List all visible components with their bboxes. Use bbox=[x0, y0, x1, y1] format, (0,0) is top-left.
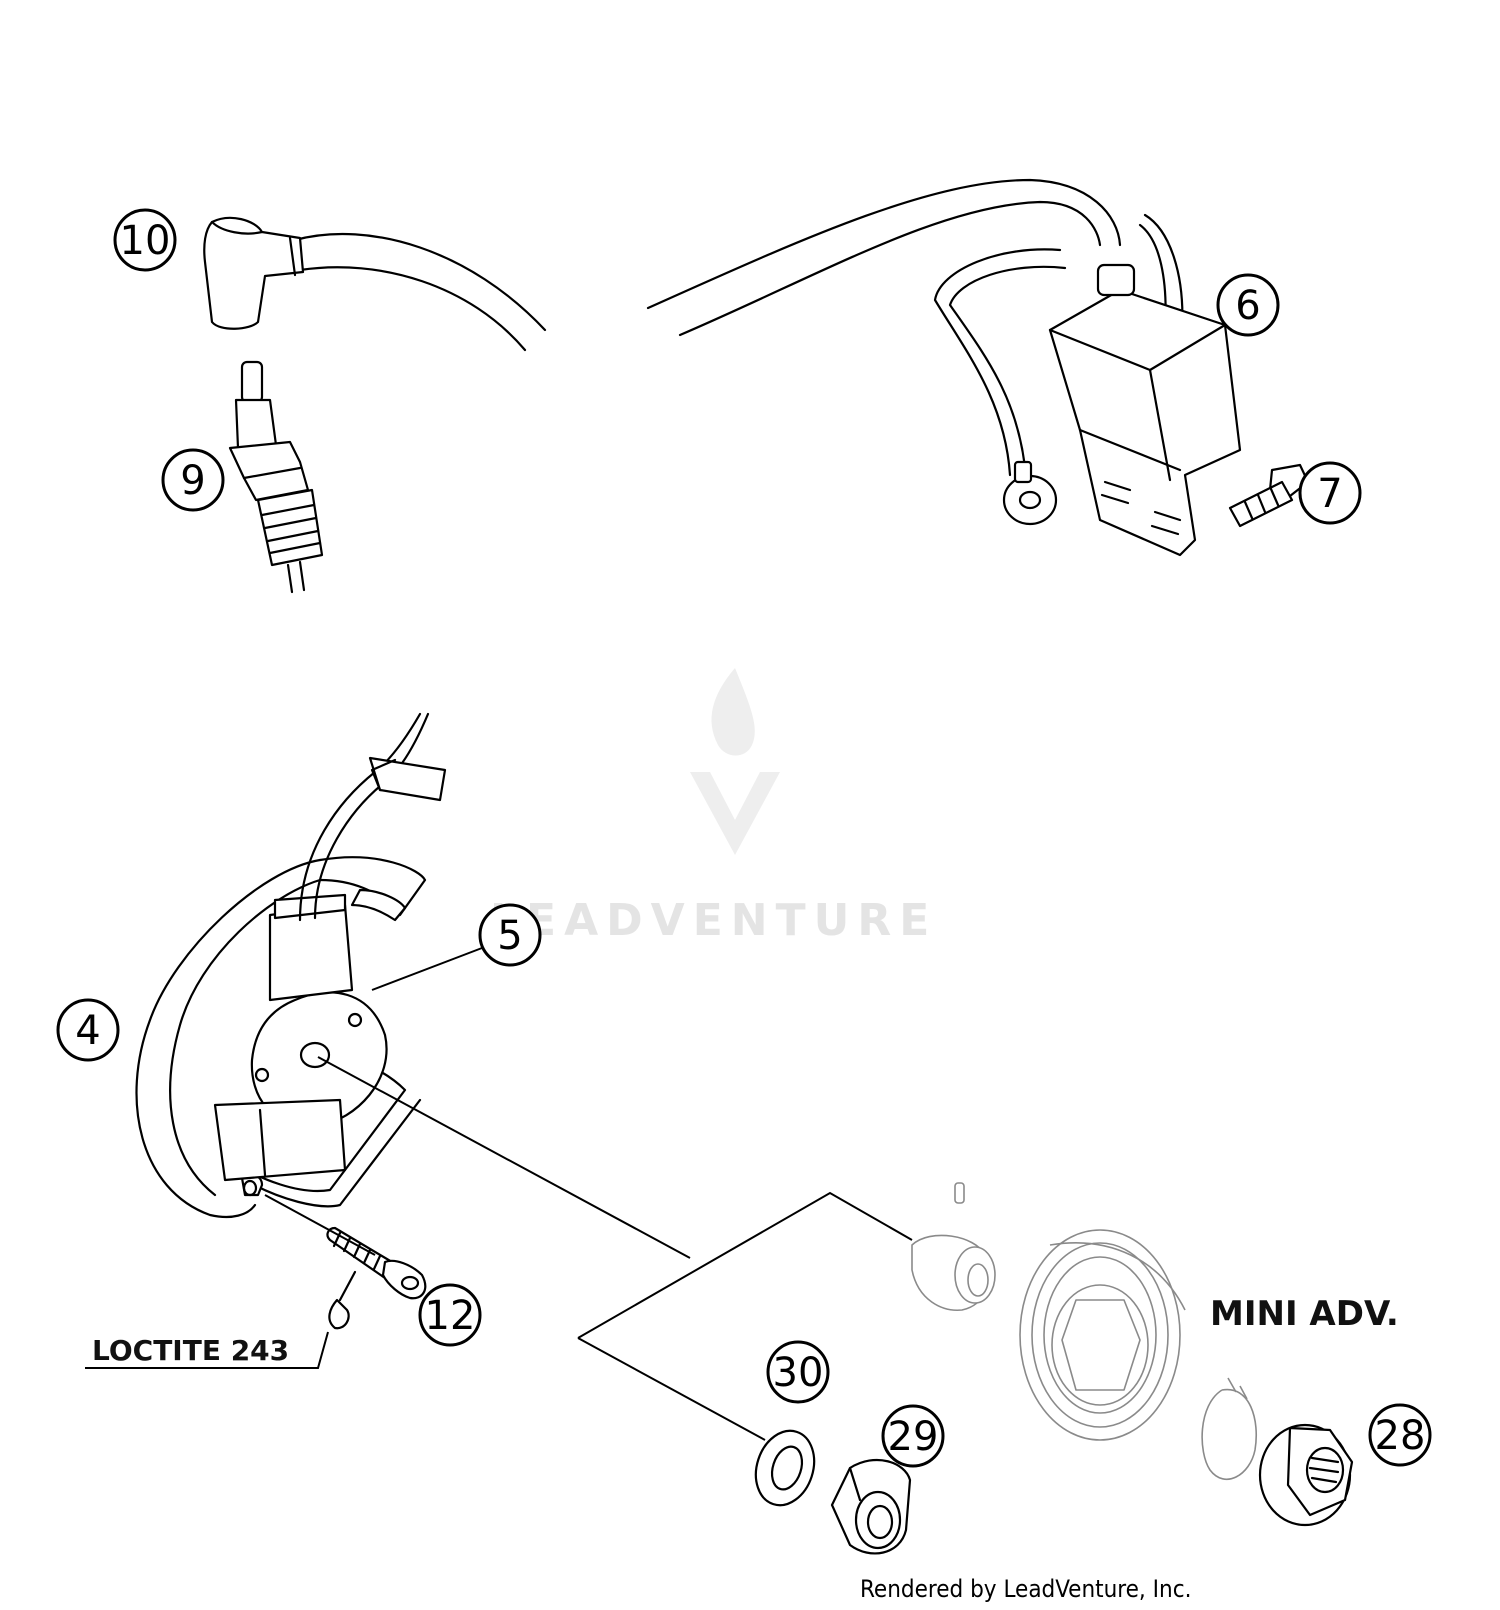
part-washer bbox=[754, 1429, 816, 1507]
callout-4-number: 4 bbox=[75, 1008, 100, 1054]
part-screw bbox=[326, 1226, 427, 1330]
part-circlip bbox=[1201, 1377, 1257, 1481]
callout-10: 10 bbox=[113, 208, 177, 272]
part-bolt bbox=[1228, 463, 1310, 528]
part-ignition-coil bbox=[646, 178, 1242, 557]
callout-29-number: 29 bbox=[888, 1414, 939, 1460]
callout-28-number: 28 bbox=[1375, 1413, 1426, 1459]
callout-9-number: 9 bbox=[180, 458, 205, 504]
part-flywheel-hub bbox=[911, 1182, 996, 1311]
callout-7-number: 7 bbox=[1317, 471, 1342, 517]
part-spacer-nut bbox=[830, 1458, 912, 1555]
part-spark-plug-cap bbox=[203, 216, 547, 352]
loctite-leader bbox=[85, 1331, 329, 1369]
callout-28: 28 bbox=[1368, 1403, 1432, 1467]
loctite-label: LOCTITE 243 bbox=[92, 1334, 289, 1367]
callout-6-number: 6 bbox=[1235, 283, 1260, 329]
callout-10-number: 10 bbox=[120, 218, 171, 264]
mini-adv-label: MINI ADV. bbox=[1210, 1294, 1399, 1334]
callout-5-number: 5 bbox=[497, 913, 522, 959]
callout-5: 5 bbox=[371, 903, 542, 991]
part-flange-nut bbox=[1258, 1423, 1354, 1527]
callout-30-number: 30 bbox=[773, 1350, 824, 1396]
watermark-text: LEADVENTURE bbox=[490, 895, 937, 946]
callout-6: 6 bbox=[1216, 273, 1280, 337]
callout-9: 9 bbox=[161, 448, 225, 512]
callout-7: 7 bbox=[1298, 461, 1362, 525]
footer-credit: Rendered by LeadVenture, Inc. bbox=[860, 1575, 1191, 1603]
watermark-logo: LEADVENTURE bbox=[490, 668, 937, 946]
callout-12: 12 bbox=[418, 1283, 482, 1347]
part-pickup-coil bbox=[213, 712, 447, 1182]
leader-lines bbox=[264, 1056, 913, 1441]
part-flywheel-rotor bbox=[1019, 1229, 1186, 1441]
callout-30: 30 bbox=[766, 1340, 830, 1404]
callout-29: 29 bbox=[881, 1404, 945, 1468]
part-spark-plug bbox=[228, 360, 324, 594]
callout-12-number: 12 bbox=[425, 1293, 476, 1339]
callout-4: 4 bbox=[56, 998, 120, 1062]
